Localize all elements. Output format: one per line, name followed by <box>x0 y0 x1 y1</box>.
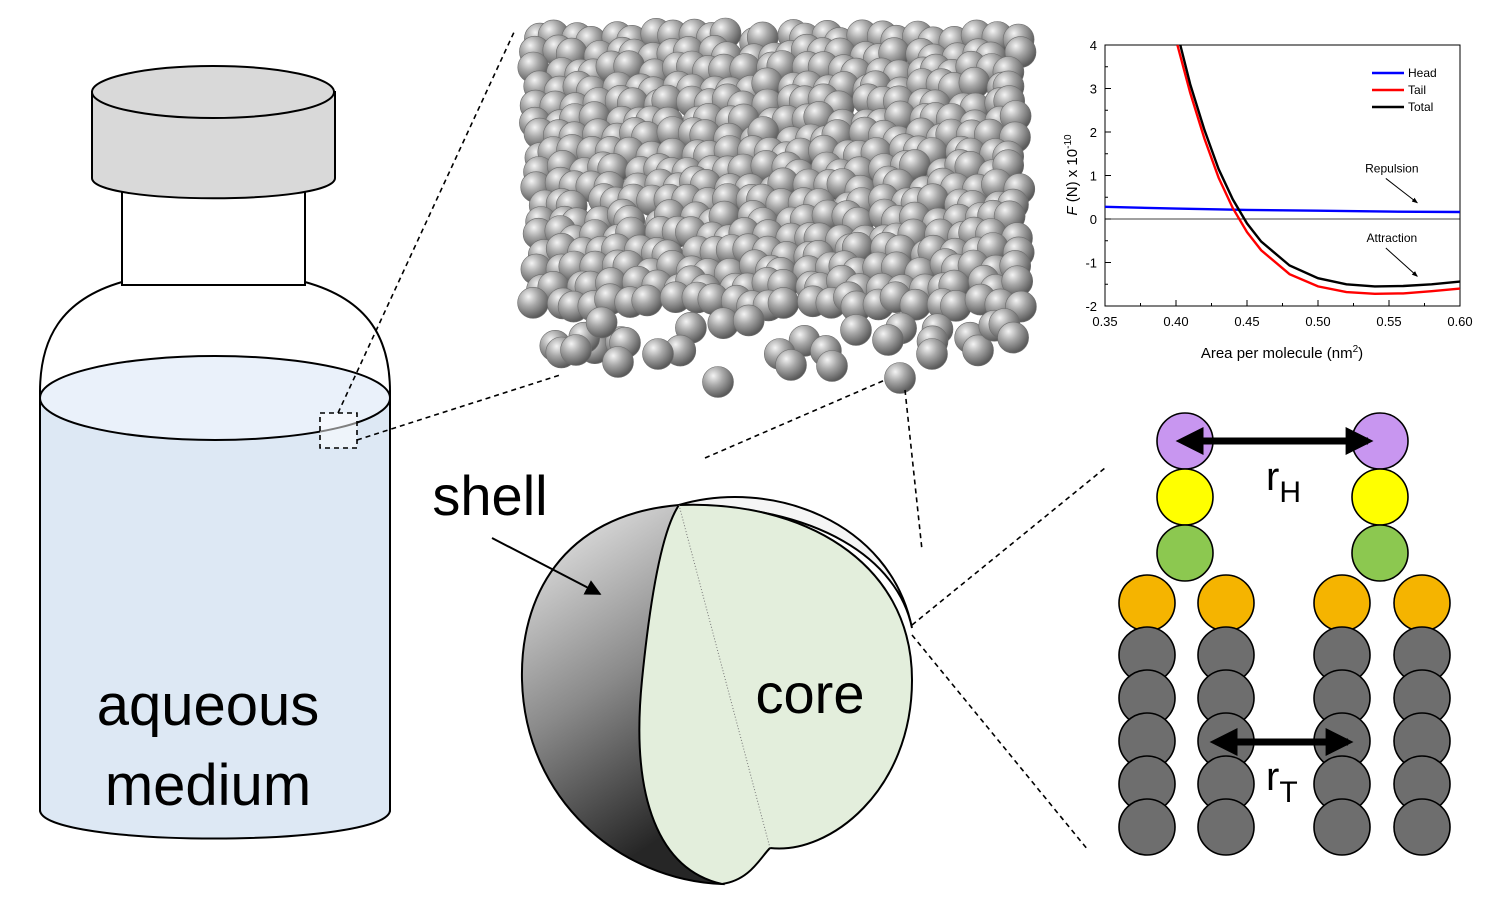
x-tick-label: 0.60 <box>1447 314 1472 329</box>
bottle-neck <box>121 189 306 286</box>
legend-label-total: Total <box>1408 100 1433 114</box>
y-tick-label: 0 <box>1090 212 1097 227</box>
nanoparticle <box>585 306 618 339</box>
y-tick-label: 4 <box>1090 38 1097 53</box>
tail-bead <box>1197 798 1255 856</box>
medium-label-line2: medium <box>105 753 311 818</box>
core-shell-particle: core shell <box>432 464 914 886</box>
bottle: aqueous medium <box>39 65 391 840</box>
nanoparticle <box>775 349 807 381</box>
nanoparticle <box>884 362 916 394</box>
chart-y-axis-label: F (N) x 10-10 <box>1063 134 1081 216</box>
glycerol-bead <box>1156 524 1214 582</box>
nanoparticle <box>997 321 1029 354</box>
bottle-cap-top <box>91 65 335 119</box>
tail-bead <box>1118 798 1176 856</box>
liquid-surface <box>39 355 391 441</box>
chart-plot-area <box>1104 44 1461 307</box>
nanoparticle <box>702 366 734 398</box>
tail-bead <box>1313 798 1371 856</box>
chart-series <box>1104 44 1461 296</box>
y-tick-label: 1 <box>1090 169 1097 184</box>
x-tick-label: 0.40 <box>1163 314 1188 329</box>
core-center-line <box>678 504 771 849</box>
annotation-attraction: Attraction <box>1366 231 1417 245</box>
bottle-cap <box>91 91 336 200</box>
zoom-line-particle-left <box>704 379 886 459</box>
y-tick-label: -2 <box>1085 299 1097 314</box>
x-tick-label: 0.45 <box>1234 314 1259 329</box>
medium-label-line1: aqueous <box>97 673 320 738</box>
nanoparticle <box>816 350 848 382</box>
linker-bead <box>1351 468 1409 526</box>
y-tick-label: 3 <box>1090 82 1097 97</box>
legend-label-tail: Tail <box>1408 83 1426 97</box>
annotation-arrow <box>1385 247 1418 277</box>
shell-rim <box>678 496 913 629</box>
nanoparticle <box>732 304 765 337</box>
head-distance-label: rH <box>1266 455 1301 509</box>
nanoparticle <box>767 287 800 319</box>
shell-pointer-arrow <box>491 537 602 595</box>
nanoparticle <box>602 346 634 378</box>
nanoparticle <box>517 286 549 319</box>
x-tick-label: 0.35 <box>1092 314 1117 329</box>
legend-label-head: Head <box>1408 66 1437 80</box>
tail-bead <box>1393 798 1451 856</box>
force-chart: 0.35 0.40 0.45 0.50 0.55 0.60 -2 -1 0 1 2 3 4 HeadTa… <box>1063 38 1473 362</box>
core-cross-section <box>638 503 914 886</box>
tail-distance-label: rT <box>1266 755 1298 809</box>
ester-bead <box>1313 574 1371 632</box>
core-label: core <box>756 662 865 725</box>
bottle-outline <box>39 390 391 840</box>
zoom-line-molecule-upper <box>911 467 1106 626</box>
shell-label: shell <box>432 464 547 527</box>
nanoparticle <box>872 324 904 356</box>
annotation-arrow <box>1385 178 1418 204</box>
lipid-bead-model <box>1118 412 1451 856</box>
glycerol-bead <box>1351 524 1409 582</box>
y-tick-label: 2 <box>1090 125 1097 140</box>
nanoparticle <box>962 334 994 367</box>
ester-bead <box>1118 574 1176 632</box>
zoom-region-box <box>319 412 358 449</box>
zoom-line-upper <box>337 29 516 414</box>
nanoparticle <box>840 314 872 346</box>
chart-axes: 0.35 0.40 0.45 0.50 0.55 0.60 -2 -1 0 1 2 3 4 <box>1085 38 1472 329</box>
nanoparticle <box>631 284 664 317</box>
nanoparticle-layer <box>517 17 1037 398</box>
nanoparticle <box>916 338 948 370</box>
series-line-tail <box>1176 44 1461 296</box>
nanoparticle <box>642 338 674 370</box>
ester-bead <box>1197 574 1255 632</box>
zoom-line-particle-right <box>904 389 923 551</box>
x-tick-label: 0.55 <box>1376 314 1401 329</box>
y-tick-label: -1 <box>1085 256 1097 271</box>
x-tick-label: 0.50 <box>1305 314 1330 329</box>
ester-bead <box>1393 574 1451 632</box>
bottle-liquid <box>40 390 390 839</box>
series-line-total <box>1179 44 1461 288</box>
annotation-repulsion: Repulsion <box>1365 161 1418 175</box>
series-line-head <box>1104 205 1461 214</box>
chart-x-axis-label: Area per molecule (nm2) <box>1201 344 1363 362</box>
zoom-line-molecule-lower <box>911 634 1089 851</box>
linker-bead <box>1156 468 1214 526</box>
nanoparticle <box>560 334 592 366</box>
distance-markers: rH rT <box>1175 427 1374 809</box>
